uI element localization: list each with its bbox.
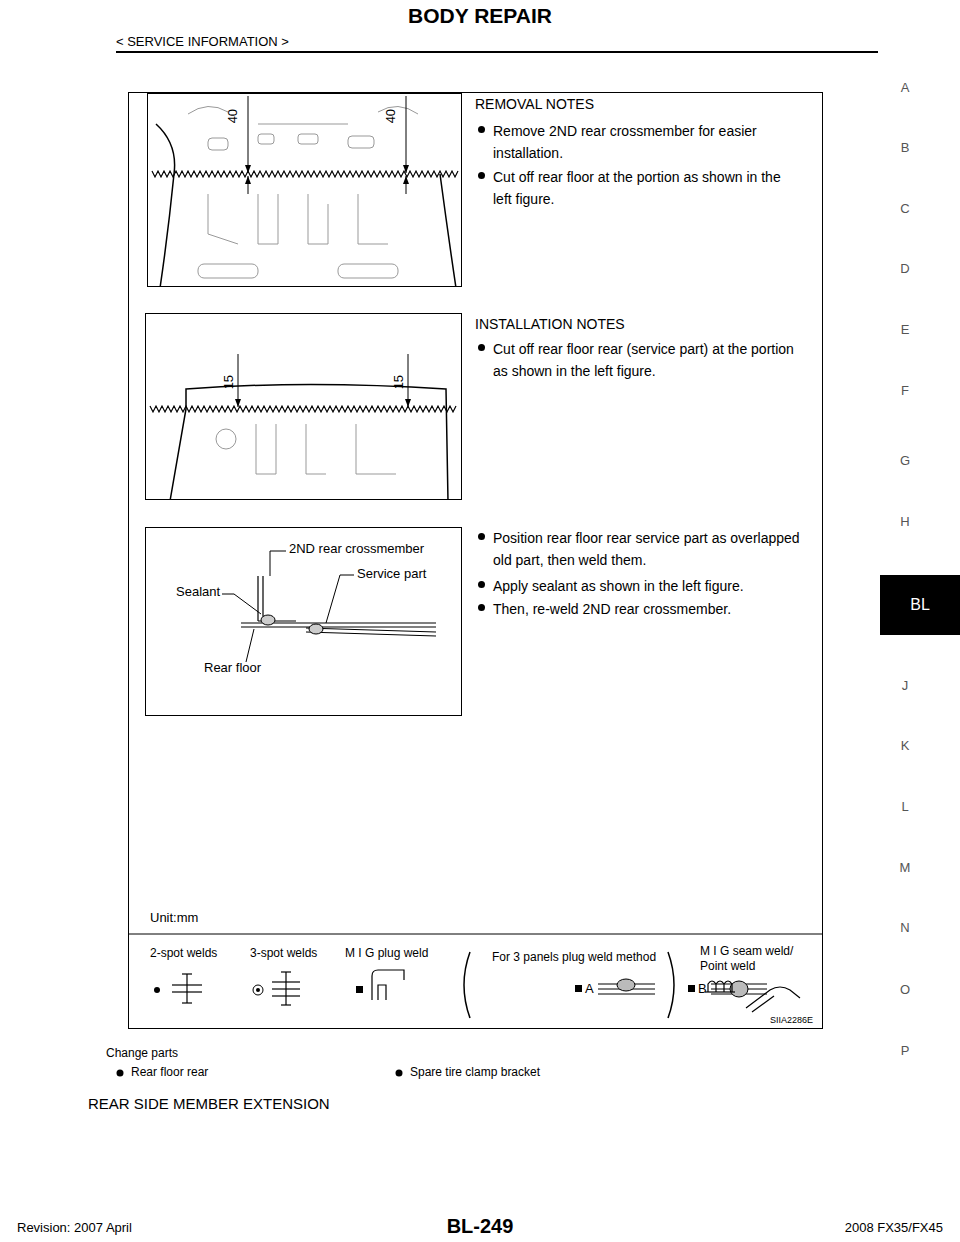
index-letter: K [895, 738, 915, 754]
part-name: Rear floor [204, 660, 261, 676]
index-letter: N [895, 920, 915, 936]
index-letter: B [895, 140, 915, 156]
bullet-dot [478, 172, 485, 179]
dimension: 15 [391, 375, 407, 389]
illustration-panel: 2ND rear crossmemberSealant Service partR… [145, 527, 462, 716]
index-letter: H [895, 514, 915, 530]
illustration-panel: 40 40 [147, 93, 462, 287]
index-letter: J [895, 678, 915, 694]
index-letter: L [895, 799, 915, 815]
panel-drawing [146, 314, 461, 499]
index-letter: P [895, 1043, 915, 1059]
panel-drawing [148, 94, 461, 286]
note-item: Remove 2ND rear crossmember for easier i… [475, 120, 798, 164]
weld-legend-text: 2-spot welds [150, 946, 217, 961]
bullet-dot [478, 581, 485, 588]
panel-drawing [146, 528, 461, 715]
illustration-panel: 1515 [145, 313, 462, 500]
notes-heading: REMOVAL NOTES [475, 96, 594, 114]
index-letter: F [895, 383, 915, 399]
weld-method-label: For 3 panels plug weld method [492, 950, 656, 965]
dimension: 15 [221, 375, 237, 389]
index-letter: E [895, 322, 915, 338]
index-letter: G [895, 453, 915, 469]
unit-note: Unit:mm [150, 910, 198, 926]
section-heading: REAR SIDE MEMBER EXTENSION [88, 1095, 330, 1114]
weld-method-label: B [698, 981, 707, 997]
dimension: 40 [225, 109, 241, 123]
weld-legend-text: M I G seam weld/ Point weld [700, 944, 800, 974]
note-item: Then, re-weld 2ND rear crossmember. [475, 598, 818, 620]
bullet-dot [478, 126, 485, 133]
index-letter: O [895, 982, 915, 998]
bullet-dot [478, 604, 485, 611]
index-letter: C [895, 201, 915, 217]
part-name: Service part [357, 566, 426, 582]
section-tab: BL [880, 595, 960, 615]
note-item: Position rear floor rear service part as… [475, 527, 818, 571]
weld-legend-text: M I G plug weld [345, 946, 428, 961]
bullet-dot [478, 344, 485, 351]
part-name: Sealant [176, 584, 220, 600]
section-header: < SERVICE INFORMATION > [116, 34, 289, 50]
index-letter: D [895, 261, 915, 277]
dimension: 40 [383, 109, 399, 123]
part-name: 2ND rear crossmember [289, 541, 424, 557]
change-part: Spare tire clamp bracket [410, 1065, 540, 1080]
weld-method-label: A [585, 981, 594, 997]
page-footer: 2008 FX35/FX45 [790, 1220, 943, 1236]
page-footer: BL-249 [0, 1214, 960, 1239]
note-item: Cut off rear floor rear (service part) a… [475, 338, 798, 382]
bullet-dot [478, 533, 485, 540]
note-item: Cut off rear floor at the portion as sho… [475, 166, 798, 210]
index-letter: M [895, 860, 915, 876]
figure-code: SIIA2286E [770, 1015, 813, 1026]
change-part: Rear floor rear [131, 1065, 208, 1080]
page-title: BODY REPAIR [0, 3, 960, 29]
change-part: Change parts [106, 1046, 178, 1061]
index-letter: A [895, 80, 915, 96]
page-footer: Revision: 2007 April [17, 1220, 132, 1236]
weld-legend-text: 3-spot welds [250, 946, 317, 961]
notes-heading: INSTALLATION NOTES [475, 316, 625, 334]
note-item: Apply sealant as shown in the left figur… [475, 575, 818, 597]
